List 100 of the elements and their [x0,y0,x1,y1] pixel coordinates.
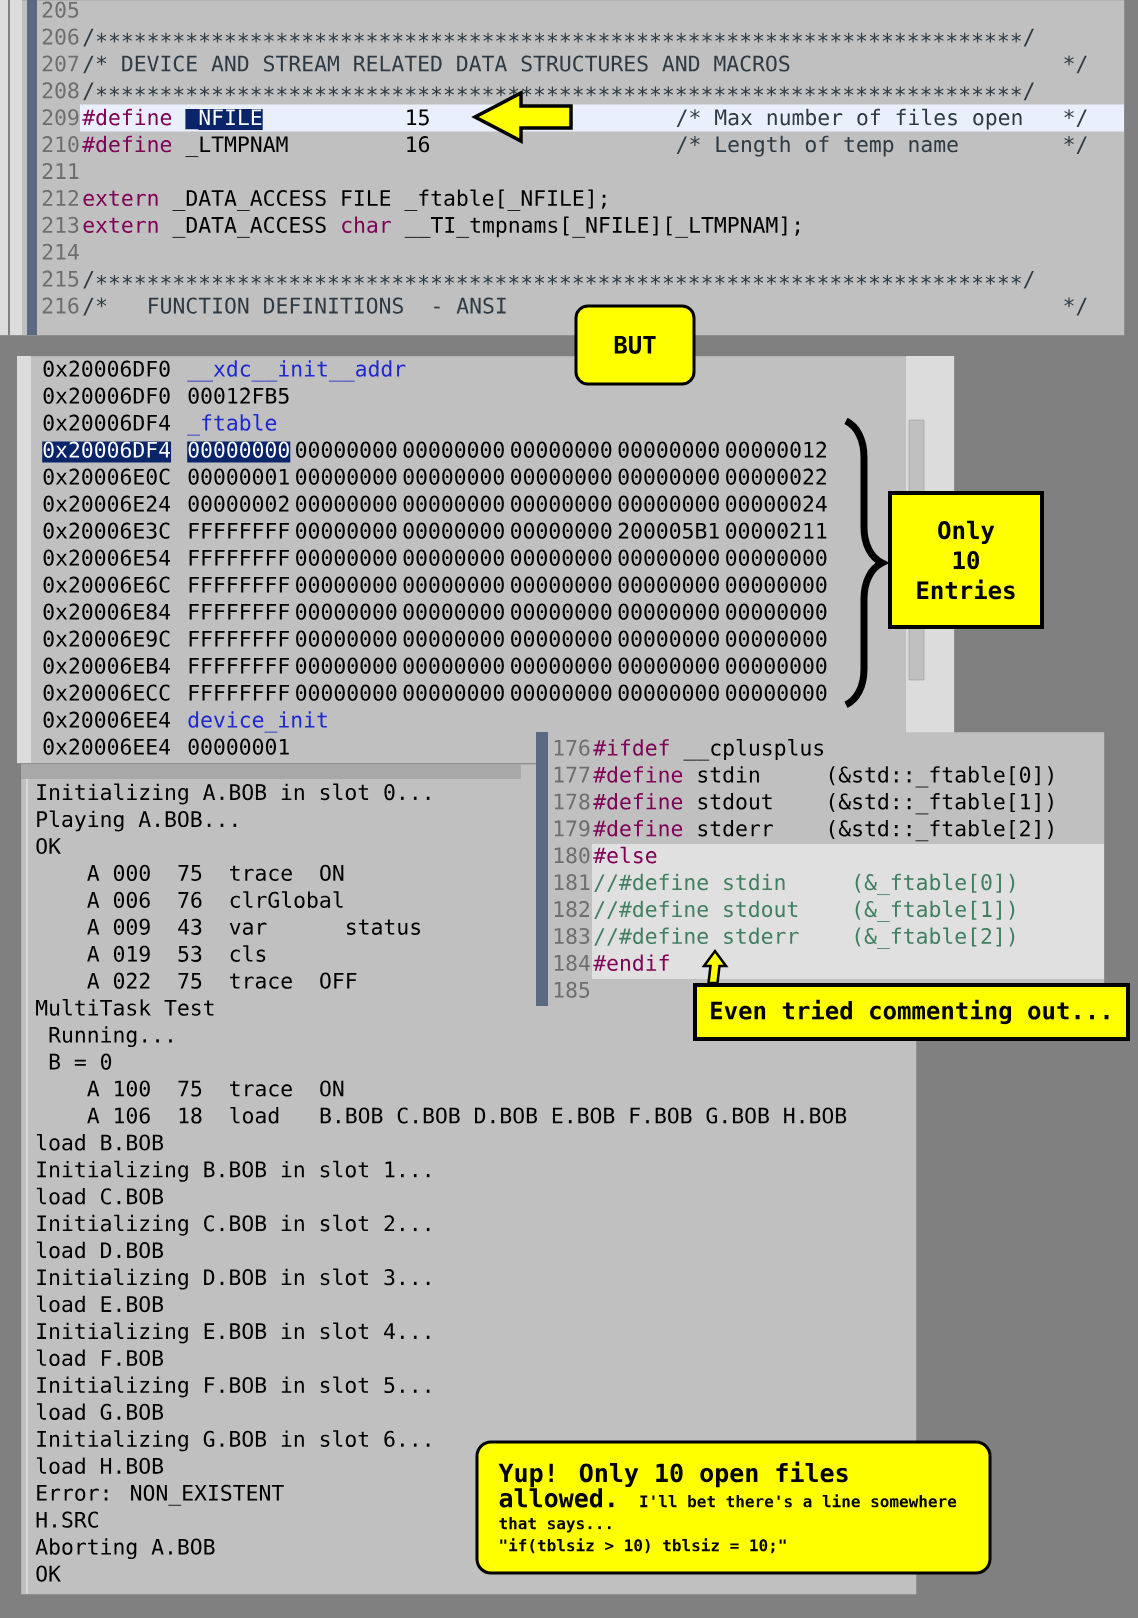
memory-value: 00000000 [618,630,719,647]
code-text: __TI_tmpnams[_NFILE][_LTMPNAM]; [404,216,800,238]
memory-value: 00000012 [726,441,826,458]
code-text: stdin [698,766,759,783]
memory-address: 0x20006E54 [43,549,170,566]
console-text: load F.BOB [36,1349,163,1367]
line-number: 184 [554,954,590,971]
code-text: __cplusplus [683,739,824,761]
memory-value: 00000000 [618,684,719,701]
memory-value: 00000000 [296,549,397,566]
memory-value: 00000000 [618,549,719,566]
console-text: load [230,1106,279,1124]
line-number: 211 [42,163,79,179]
line-number: 216 [42,297,79,314]
code-text: 15 [407,109,429,126]
console-text: Aborting A.BOB [35,1538,215,1560]
code-text: /∗∗∗∗∗∗∗∗∗∗∗∗∗∗∗∗∗∗∗∗∗∗∗∗∗∗∗∗∗∗∗∗∗∗∗∗∗∗∗∗∗∗∗∗∗∗∗∗∗∗∗∗∗∗∗∗∗∗∗∗∗∗∗∗∗∗∗∗∗∗∗∗/ [83,82,1034,101]
console-text: status [347,919,420,935]
code-text: (&_ftable[1]) [855,900,1015,922]
console-text: 75 [178,1080,202,1097]
memory-value: 00000000 [511,630,612,647]
console-text: Playing A.BOB... [37,810,237,832]
console-text: trace [230,973,292,989]
console-text: Initializing B.BOB in slot 1... [37,1160,430,1182]
code-text: #define [593,819,683,837]
memory-value: 00000000 [618,576,719,593]
console-text: H.SRC [36,1511,98,1528]
memory-value: 00000000 [726,630,827,647]
code-text: _DATA_ACCESS [172,216,326,238]
code-text: char [342,216,391,233]
console-text: A 022 [87,972,150,989]
memory-value: 00000000 [726,657,827,674]
code-text: #define [593,766,683,783]
code-text: _LTMPNAM [185,136,288,158]
code-text: (&std::_ftable[1]) [829,792,1053,815]
line-number: 205 [42,1,79,18]
console-text: A 106 [87,1107,150,1124]
memory-value: 00000000 [511,576,612,593]
memory-value: 00000000 [403,495,504,512]
code-text: (&_ftable[2]) [855,927,1015,949]
console-text: clrGlobal [230,891,343,908]
memory-address: 0x20006EB4 [43,657,170,674]
code-text: (&std::_ftable[2]) [829,819,1053,842]
memory-value: FFFFFFFF [189,549,289,566]
memory-value: 00000000 [296,468,397,485]
console-text: load G.BOB [36,1403,163,1420]
memory-address: 0x20006DF4 [43,414,170,431]
callout-box: BUT [574,304,696,386]
console-text: Initializing D.BOB in slot 3... [37,1268,430,1290]
memory-value: 00000000 [618,468,719,485]
console-text: var [229,922,267,935]
selected-code-text: _NFILE [185,109,263,131]
line-number: 178 [554,793,590,810]
console-text: load E.BOB [36,1295,163,1313]
code-text: #ifdef [593,739,669,756]
code-text: //#define stderr [594,927,799,946]
code-text: #define [593,793,683,810]
code-text: 16 [407,136,430,153]
console-text: B.BOB C.BOB D.BOB E.BOB F.BOB G.BOB H.BOB [320,1107,847,1124]
memory-value: 00000022 [726,468,826,485]
console-text: load B.BOB [36,1133,163,1151]
console-text: ON [320,1080,344,1097]
memory-value: 00000000 [296,576,397,593]
console-text: trace [230,865,292,881]
memory-value: 00000000 [296,684,397,701]
code-text: extern [83,217,158,233]
memory-value: 00000000 [403,576,504,593]
memory-address: 0x20006EE4 [43,711,170,728]
line-number: 215 [42,270,79,287]
code-text: #endif [593,954,669,971]
line-number: 209 [42,109,79,126]
line-number: 179 [554,820,590,837]
console-text: Initializing C.BOB in slot 2... [37,1214,430,1236]
block-arrow [701,948,729,985]
memory-value: 00000000 [296,630,397,647]
memory-value: 00000000 [618,657,719,674]
memory-value: 00000000 [726,549,827,566]
console-text: 75 [178,865,202,881]
line-number: 207 [42,55,79,72]
console-text: A 019 [87,945,150,962]
console-text: Initializing A.BOB in slot 0... [37,783,430,805]
console-text: 18 [179,1107,202,1124]
memory-value: FFFFFFFF [189,630,289,647]
memory-value: 00000000 [403,522,504,539]
memory-value: FFFFFFFF [189,657,289,674]
memory-value: 00000001 [188,738,289,755]
memory-value: 00000000 [511,441,612,458]
console-text: 76 [178,891,202,908]
memory-value: __xdc__init__addr [187,360,406,382]
code-text: */ [1064,55,1087,74]
selected-memory-address: 0x20006DF4 [42,441,172,463]
memory-value: 00000000 [511,549,612,566]
line-number: 185 [554,981,590,998]
code-text: /∗∗∗∗∗∗∗∗∗∗∗∗∗∗∗∗∗∗∗∗∗∗∗∗∗∗∗∗∗∗∗∗∗∗∗∗∗∗∗∗∗∗∗∗∗∗∗∗∗∗∗∗∗∗∗∗∗∗∗∗∗∗∗∗∗∗∗∗∗∗∗∗/ [83,28,1034,47]
memory-value: 00000000 [403,603,504,620]
line-number: 206 [42,28,79,45]
console-text: 53 [178,945,202,962]
memory-value: 00000000 [511,603,612,620]
console-text: Initializing G.BOB in slot 6... [37,1430,430,1452]
memory-address: 0x20006EE4 [43,738,170,755]
